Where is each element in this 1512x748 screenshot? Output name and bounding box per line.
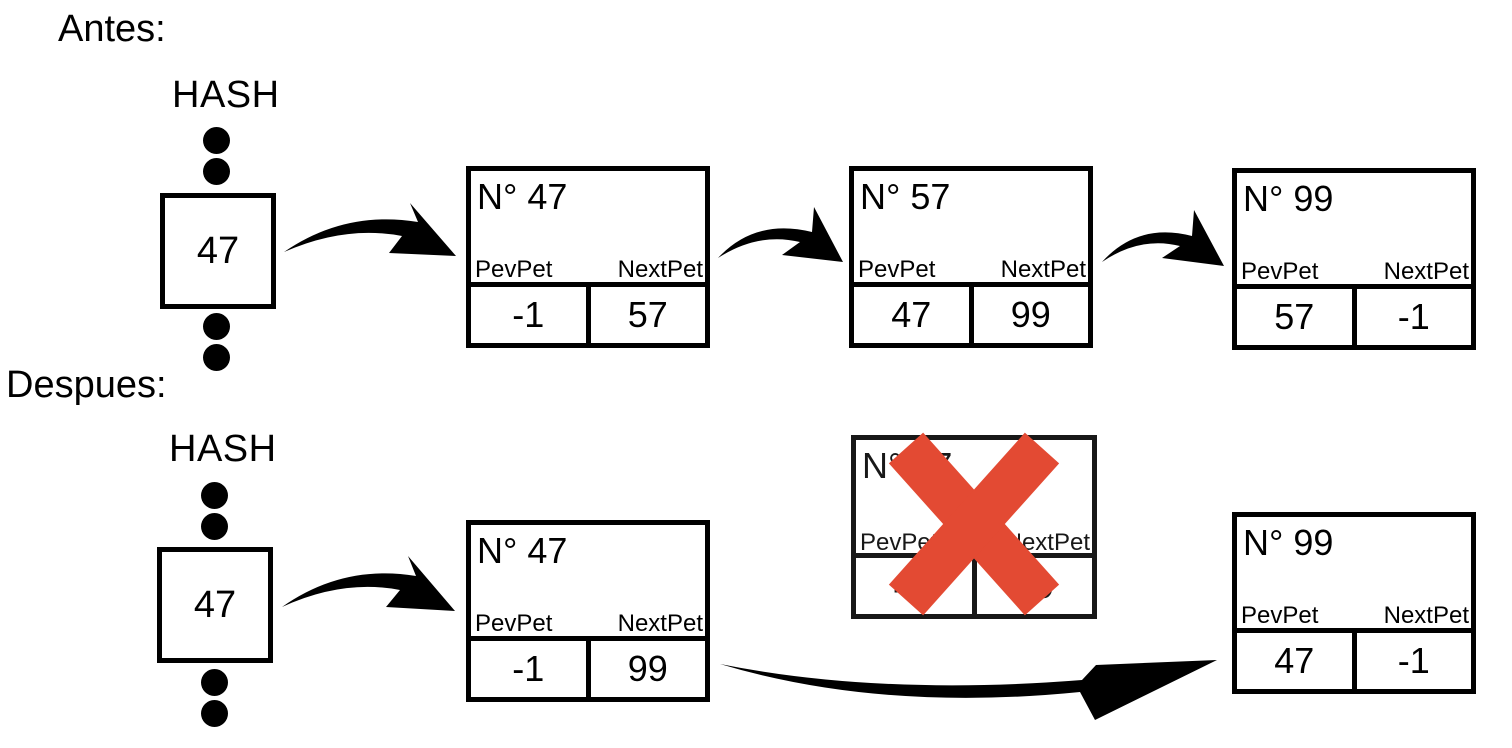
pointer-cells: -1 99 xyxy=(471,636,705,697)
prev-value: 57 xyxy=(1237,289,1357,345)
before-node-57: N° 57 PevPet NextPet 47 99 xyxy=(849,166,1093,348)
prev-label: PevPet xyxy=(475,610,553,637)
before-ellipsis-dot xyxy=(203,127,230,154)
after-node-99: N° 99 PevPet NextPet 47 -1 xyxy=(1232,512,1476,694)
next-value: -1 xyxy=(1397,296,1430,337)
pointer-cells: -1 57 xyxy=(471,282,705,343)
prev-label: PevPet xyxy=(858,256,936,283)
next-value: 57 xyxy=(627,294,668,335)
pointer-cells: 57 -1 xyxy=(1237,284,1471,345)
before-heading: Antes: xyxy=(58,8,166,50)
after-hash-bucket: 47 xyxy=(157,547,273,663)
after-heading: Despues: xyxy=(6,364,167,406)
before-node-47: N° 47 PevPet NextPet -1 57 xyxy=(466,166,710,348)
after-ellipsis-dot xyxy=(201,513,228,540)
curved-arrow-icon xyxy=(718,207,843,262)
curved-arrow-icon xyxy=(284,203,456,256)
before-ellipsis-dot xyxy=(203,344,230,371)
next-value: 99 xyxy=(627,648,668,689)
next-label: NextPet xyxy=(1383,258,1469,285)
pointer-cells: 47 99 xyxy=(854,282,1088,343)
before-hash-label: HASH xyxy=(172,74,280,116)
prev-label: PevPet xyxy=(1241,258,1319,285)
next-value: 99 xyxy=(1010,294,1051,335)
node-title: N° 57 xyxy=(860,176,951,217)
prev-value: -1 xyxy=(471,287,591,343)
curved-arrow-icon xyxy=(720,660,1217,720)
before-ellipsis-dot xyxy=(203,158,230,185)
curved-arrow-icon xyxy=(282,556,455,611)
after-ellipsis-dot xyxy=(201,482,228,509)
before-hash-bucket: 47 xyxy=(160,193,276,309)
next-label: NextPet xyxy=(1383,602,1469,629)
node-title: N° 47 xyxy=(477,530,568,571)
cross-icon xyxy=(888,432,1060,616)
node-title: N° 47 xyxy=(477,176,568,217)
prev-label: PevPet xyxy=(1241,602,1319,629)
prev-value: -1 xyxy=(471,641,591,697)
next-label: NextPet xyxy=(617,610,703,637)
next-label: NextPet xyxy=(617,256,703,283)
node-title: N° 99 xyxy=(1243,522,1334,563)
before-node-99: N° 99 PevPet NextPet 57 -1 xyxy=(1232,168,1476,350)
after-hash-label: HASH xyxy=(169,428,277,470)
pointer-cells: 47 -1 xyxy=(1237,628,1471,689)
after-ellipsis-dot xyxy=(201,669,228,696)
after-ellipsis-dot xyxy=(201,700,228,727)
next-value: -1 xyxy=(1397,640,1430,681)
after-hash-value: 47 xyxy=(193,583,237,626)
prev-value: 47 xyxy=(1237,633,1357,689)
prev-value: 47 xyxy=(854,287,974,343)
before-hash-value: 47 xyxy=(196,229,240,272)
node-title: N° 99 xyxy=(1243,178,1334,219)
after-node-47: N° 47 PevPet NextPet -1 99 xyxy=(466,520,710,702)
before-ellipsis-dot xyxy=(203,313,230,340)
prev-label: PevPet xyxy=(475,256,553,283)
next-label: NextPet xyxy=(1000,256,1086,283)
curved-arrow-icon xyxy=(1102,210,1224,266)
